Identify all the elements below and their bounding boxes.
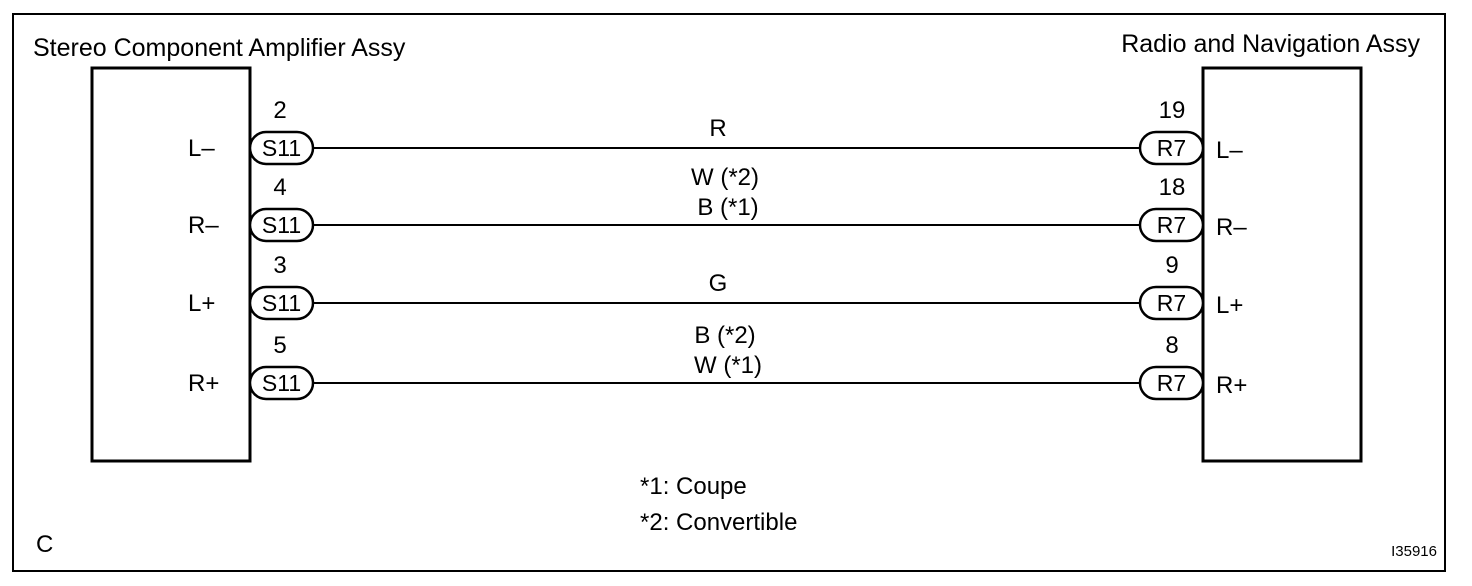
left-signal-name: L– <box>188 135 215 162</box>
left-pin-number: 2 <box>273 97 286 124</box>
left-connector-label: S11 <box>262 370 301 396</box>
left-signal-name: R+ <box>188 370 219 397</box>
diagram-frame <box>12 13 1446 572</box>
right-connector-terminal <box>1138 285 1205 321</box>
right-connector-terminal <box>1138 207 1205 243</box>
right-component-box <box>1201 66 1363 463</box>
left-connector-terminal <box>248 285 315 321</box>
wire-color: W (*2) <box>691 164 759 191</box>
figure-id: I35916 <box>1391 543 1437 560</box>
wire-color: R <box>709 115 726 142</box>
right-connector-label: R7 <box>1157 290 1186 316</box>
left-pin-number: 5 <box>273 332 286 359</box>
wire-color: B (*2) <box>694 322 755 349</box>
left-connector-label: S11 <box>262 212 301 238</box>
right-connector-terminal <box>1138 365 1205 401</box>
right-pin-number: 19 <box>1159 97 1186 124</box>
wire-color: W (*1) <box>694 352 762 379</box>
wire-color: B (*1) <box>697 194 758 221</box>
left-pin-number: 4 <box>273 174 286 201</box>
left-connector-terminal <box>248 365 315 401</box>
right-signal-name: R– <box>1216 214 1247 241</box>
left-connector-terminal <box>248 130 315 166</box>
right-connector-label: R7 <box>1157 212 1186 238</box>
right-connector-label: R7 <box>1157 370 1186 396</box>
left-connector-label: S11 <box>262 290 301 316</box>
corner-label: C <box>36 531 53 558</box>
note-convertible: *2: Convertible <box>640 509 797 536</box>
right-pin-number: 8 <box>1165 332 1178 359</box>
left-connector-terminal <box>248 207 315 243</box>
right-signal-name: L– <box>1216 137 1243 164</box>
right-pin-number: 18 <box>1159 174 1186 201</box>
wire-color: G <box>709 270 728 297</box>
note-coupe: *1: Coupe <box>640 473 747 500</box>
left-signal-name: R– <box>188 212 219 239</box>
right-signal-name: R+ <box>1216 372 1247 399</box>
right-connector-terminal <box>1138 130 1205 166</box>
left-component-box <box>90 66 252 463</box>
right-signal-name: L+ <box>1216 292 1243 319</box>
left-component-title: Stereo Component Amplifier Assy <box>33 34 406 62</box>
left-connector-label: S11 <box>262 135 301 161</box>
left-signal-name: L+ <box>188 290 215 317</box>
left-pin-number: 3 <box>273 252 286 279</box>
right-pin-number: 9 <box>1165 252 1178 279</box>
right-component-title: Radio and Navigation Assy <box>1121 30 1420 58</box>
right-connector-label: R7 <box>1157 135 1186 161</box>
